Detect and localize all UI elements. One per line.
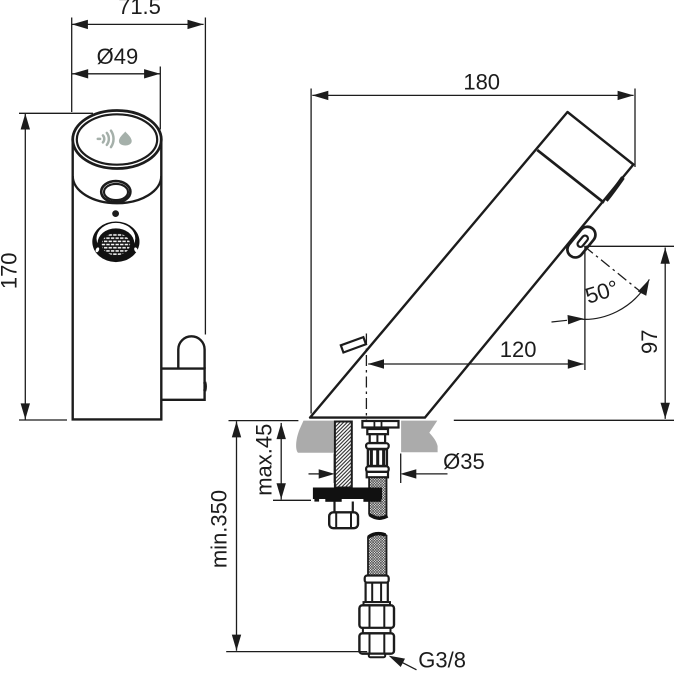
svg-text:170: 170 xyxy=(0,252,21,289)
svg-text:G3/8: G3/8 xyxy=(418,648,466,673)
svg-text:97: 97 xyxy=(637,330,662,354)
svg-text:71.5: 71.5 xyxy=(118,0,161,19)
svg-text:180: 180 xyxy=(463,70,500,95)
svg-text:min.350: min.350 xyxy=(206,490,231,568)
svg-text:120: 120 xyxy=(500,337,537,362)
svg-text:max.45: max.45 xyxy=(251,424,276,496)
svg-text:Ø35: Ø35 xyxy=(443,449,485,474)
svg-text:Ø49: Ø49 xyxy=(97,44,139,69)
